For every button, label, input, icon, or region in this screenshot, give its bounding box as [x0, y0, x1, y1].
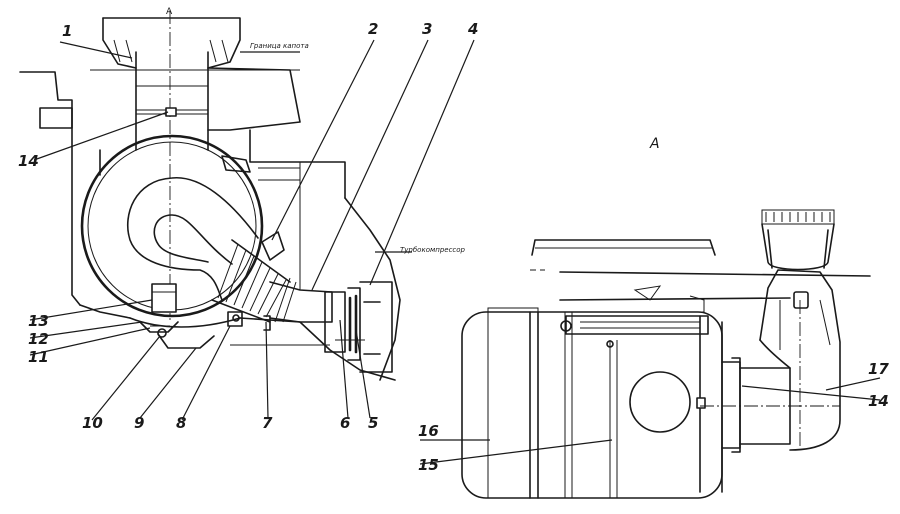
section-mark: A [166, 7, 173, 17]
callout-5: 5 [368, 414, 378, 432]
callout-11: 11 [28, 348, 49, 366]
callout-4: 4 [467, 20, 478, 38]
callout-3: 3 [422, 20, 432, 38]
callout-numbers: 1 2 3 4 5 6 7 8 9 10 11 12 13 14 15 16 1… [18, 20, 889, 474]
callout-16: 16 [418, 422, 439, 440]
callout-8: 8 [176, 414, 186, 432]
callout-14-right: 14 [868, 392, 889, 410]
right-view: A [461, 136, 871, 499]
turbo-inlet [324, 281, 393, 373]
left-view: A [19, 7, 466, 381]
callout-15: 15 [418, 456, 439, 474]
filter-body-side [461, 307, 723, 499]
outlet-pipe [700, 357, 840, 453]
left-leaders [29, 39, 475, 421]
inspection-cover [629, 371, 691, 433]
note-turbo: Турбокомпрессор [400, 246, 466, 254]
callout-6: 6 [340, 414, 350, 432]
view-label: A [649, 136, 660, 152]
callout-2: 2 [368, 20, 378, 38]
callout-9: 9 [134, 414, 144, 432]
callout-10: 10 [82, 414, 103, 432]
callout-12: 12 [28, 330, 49, 348]
corrugated-hose [211, 239, 333, 323]
clamp-assembly [129, 283, 271, 349]
note-cab-boundary: Граница капота [250, 42, 309, 50]
filter-housing [80, 134, 264, 318]
callout-14: 14 [18, 152, 39, 170]
elbow-hose [759, 209, 841, 451]
callout-1: 1 [62, 22, 72, 40]
callout-13: 13 [28, 312, 49, 330]
filter-housing-side [461, 311, 723, 499]
callout-17: 17 [868, 360, 889, 378]
callout-7: 7 [262, 414, 273, 432]
right-leaders [419, 377, 881, 465]
